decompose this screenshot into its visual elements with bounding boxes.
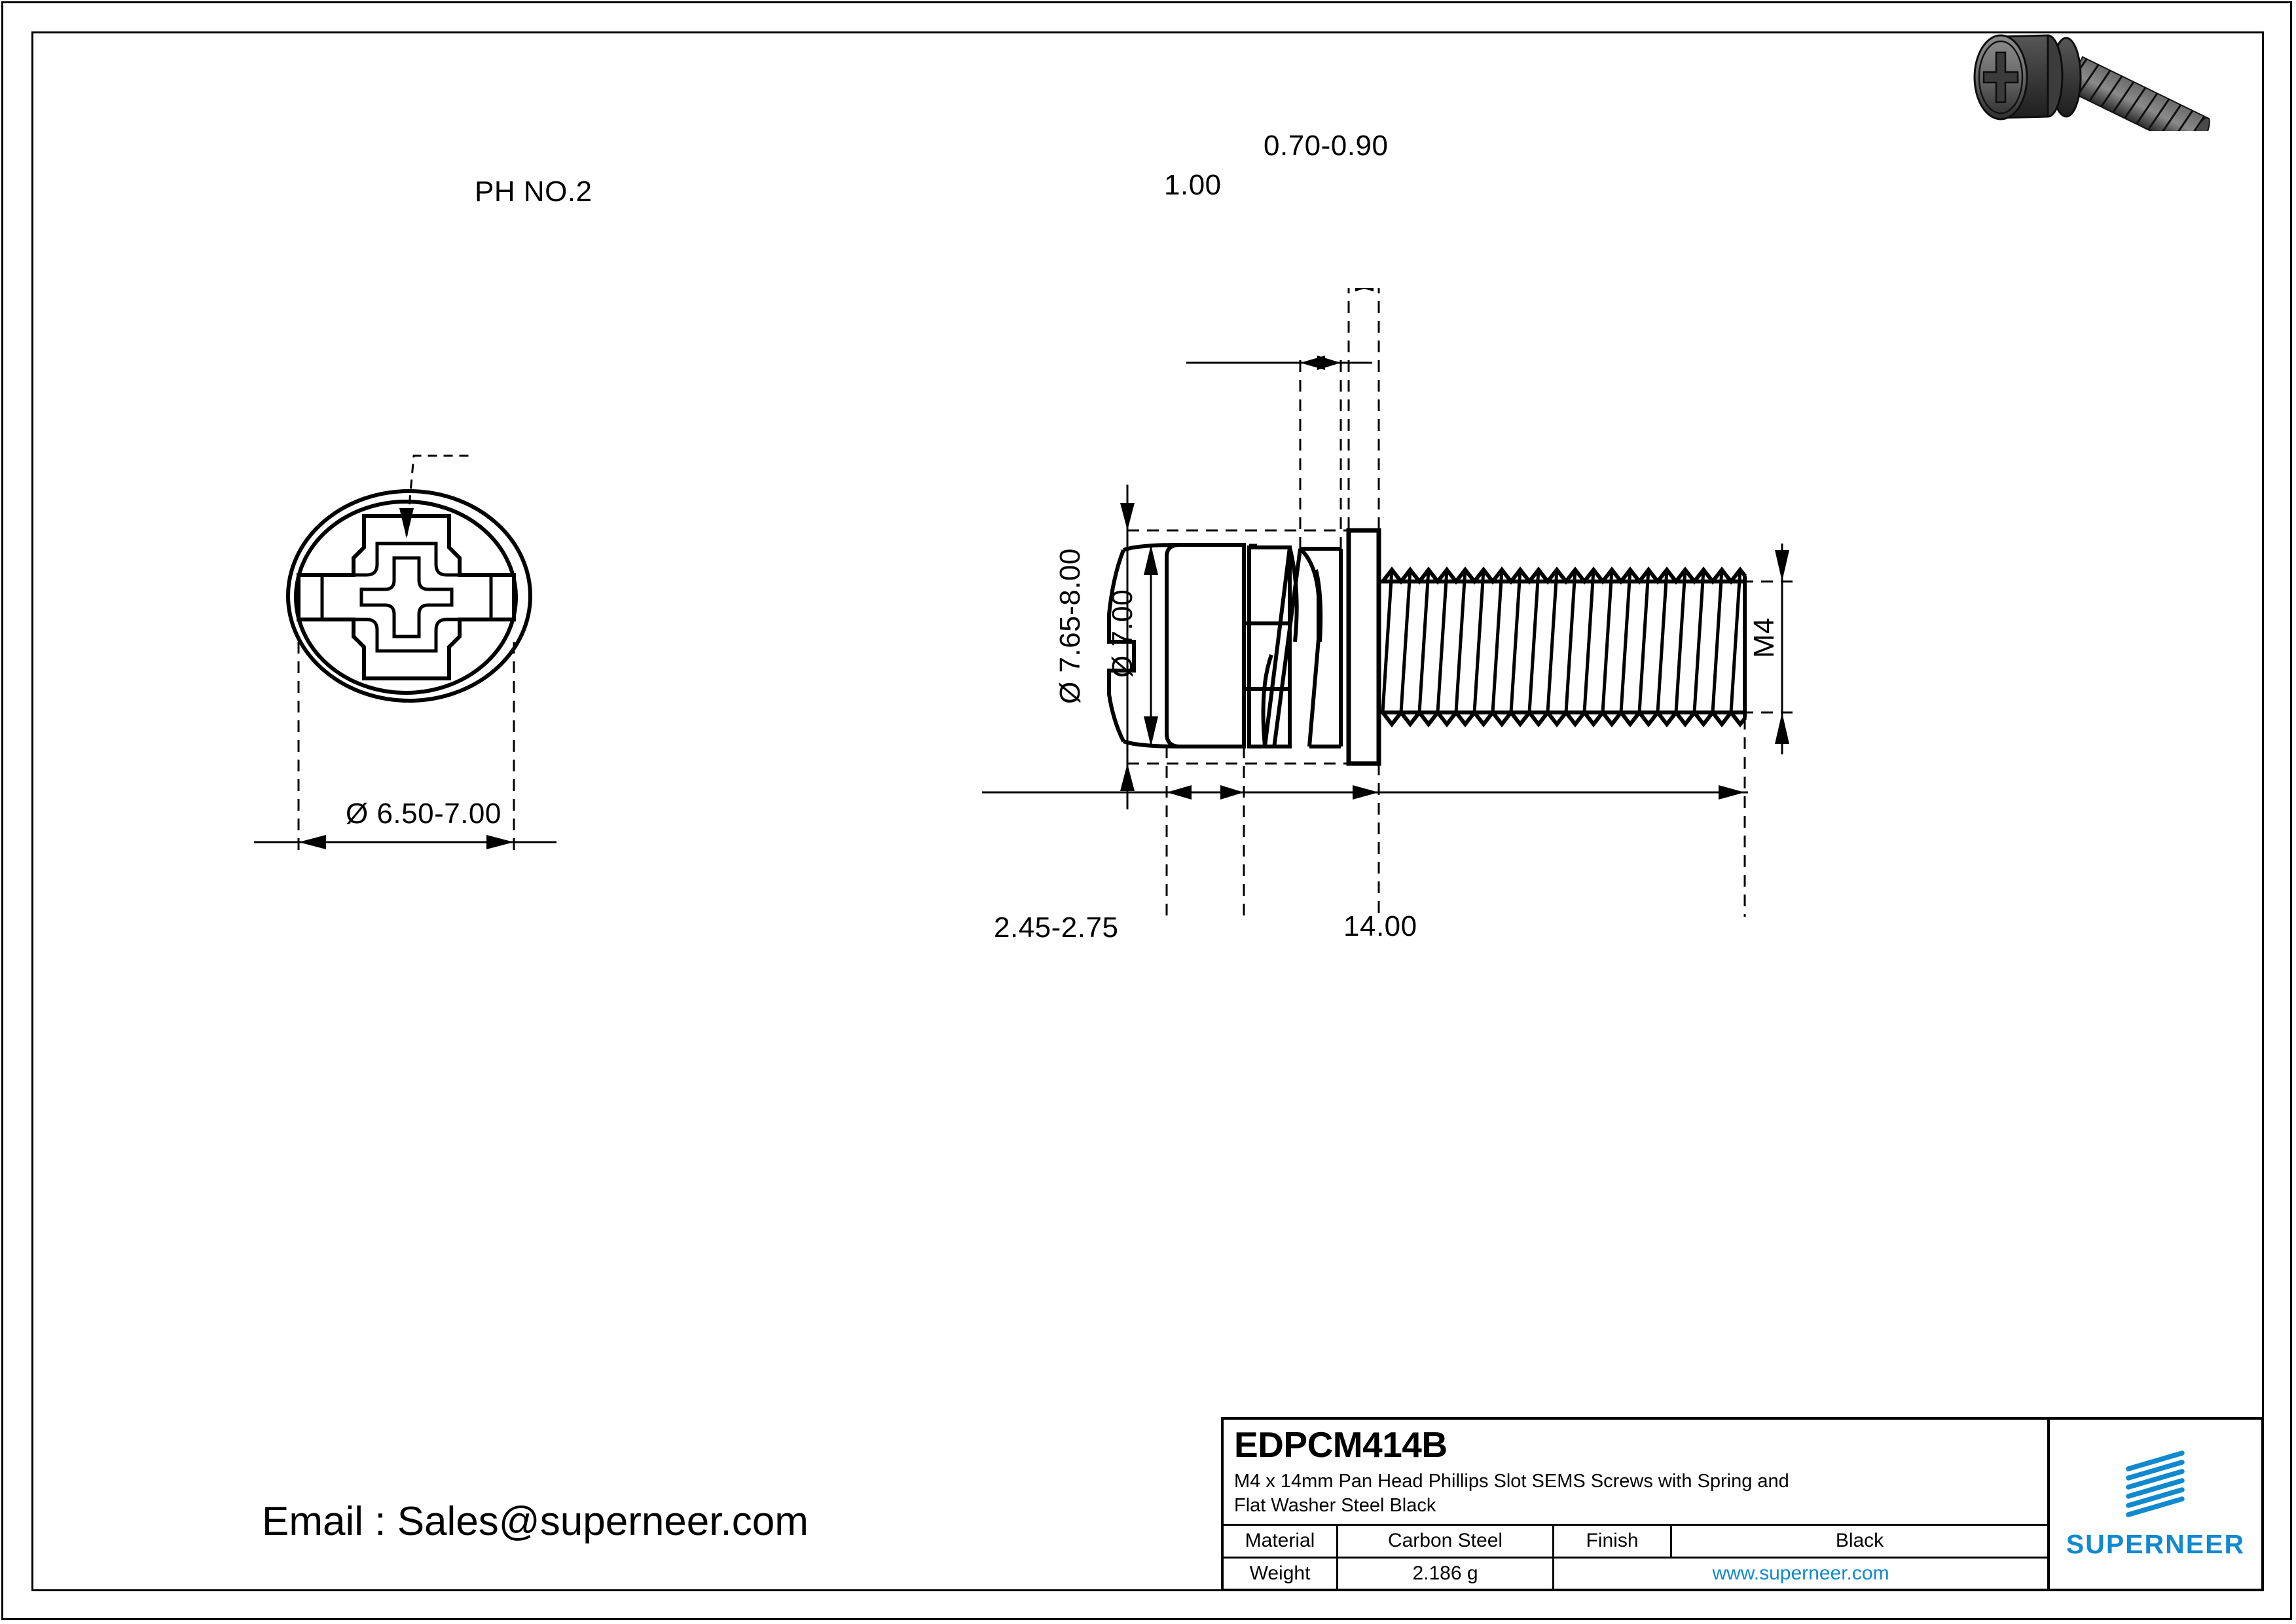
spring-washer-thickness-dimension: 1.00 [1164,169,1222,201]
title-block-description-cell: EDPCM414B M4 x 14mm Pan Head Phillips Sl… [1224,1420,2047,1526]
material-value: Carbon Steel [1338,1526,1554,1557]
title-block: EDPCM414B M4 x 14mm Pan Head Phillips Sl… [1221,1417,2264,1591]
washer-outer-diameter-dimension: Ø 7.65-8.00 [1054,548,1086,704]
weight-row: Weight 2.186 g www.superneer.com [1224,1558,2047,1589]
thread-size-dimension: M4 [1748,617,1780,658]
material-label: Material [1224,1526,1338,1557]
superneer-logo-icon [2125,1450,2185,1517]
finish-value: Black [1835,1530,1884,1552]
website-link[interactable]: www.superneer.com [1712,1562,1889,1584]
brand-logo: SUPERNEER [2050,1420,2261,1589]
head-diameter-dimension: Ø 6.50-7.00 [346,798,501,830]
brand-name: SUPERNEER [2066,1528,2246,1559]
part-description-line1: M4 x 14mm Pan Head Phillips Slot SEMS Sc… [1234,1470,1789,1492]
thread-length-dimension: 14.00 [1343,910,1417,942]
part-description-line2: Flat Washer Steel Black [1234,1494,1436,1516]
screw-3d-render [1938,20,2278,153]
sheet-inner-border [31,31,2264,1591]
head-diameter-side-dimension: Ø 7.00 [1106,589,1139,678]
ph-no-callout: PH NO.2 [475,175,592,208]
part-description: M4 x 14mm Pan Head Phillips Slot SEMS Sc… [1234,1469,2037,1518]
title-block-left: EDPCM414B M4 x 14mm Pan Head Phillips Sl… [1224,1420,2050,1589]
weight-label: Weight [1224,1558,1338,1589]
part-code: EDPCM414B [1234,1424,1448,1465]
head-height-dimension: 2.45-2.75 [994,912,1119,944]
email-text: Email : Sales@superneer.com [262,1499,809,1544]
weight-value: 2.186 g [1338,1558,1554,1589]
washer-thickness-dimension: 0.70-0.90 [1264,130,1389,162]
finish-label: Finish [1554,1526,1672,1557]
material-row: Material Carbon Steel Finish Black [1224,1526,2047,1559]
